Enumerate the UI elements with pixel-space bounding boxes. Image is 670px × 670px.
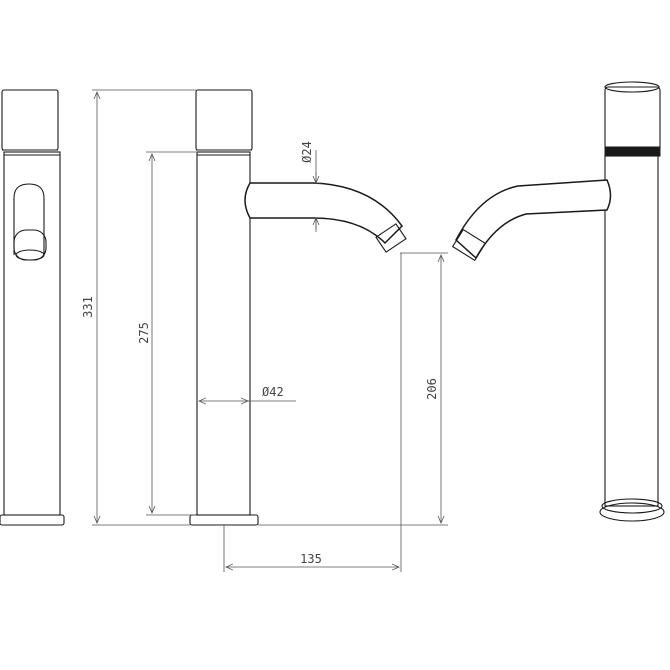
side-base-ring [189,514,259,526]
dimension-labels: 331 275 206 135 Ø42 Ø24 [81,141,439,566]
side-spout-tip [375,223,407,253]
label-body-diameter: Ø42 [262,385,284,399]
perspective-handle-knurled [604,86,661,150]
perspective-view [451,81,665,522]
side-view [189,89,407,526]
front-view [0,89,65,526]
front-spout-outlet [13,229,47,261]
label-total-height: 331 [81,296,95,318]
side-spout [244,182,403,245]
label-spout-height: 206 [425,378,439,400]
front-spout-outline [13,183,45,255]
label-body-height: 275 [137,322,151,344]
front-handle-knurled [1,89,59,151]
perspective-collar [604,146,661,157]
perspective-spout-tip [451,228,487,262]
side-body [196,151,251,516]
front-base-ring [0,514,65,526]
perspective-body [604,155,659,507]
dimension-lines [92,89,448,572]
front-body [3,151,61,516]
perspective-spout [455,179,612,260]
perspective-base [599,502,665,522]
label-spout-diameter: Ø24 [300,141,314,163]
label-reach: 135 [300,552,322,566]
side-handle-knurled [195,89,253,151]
